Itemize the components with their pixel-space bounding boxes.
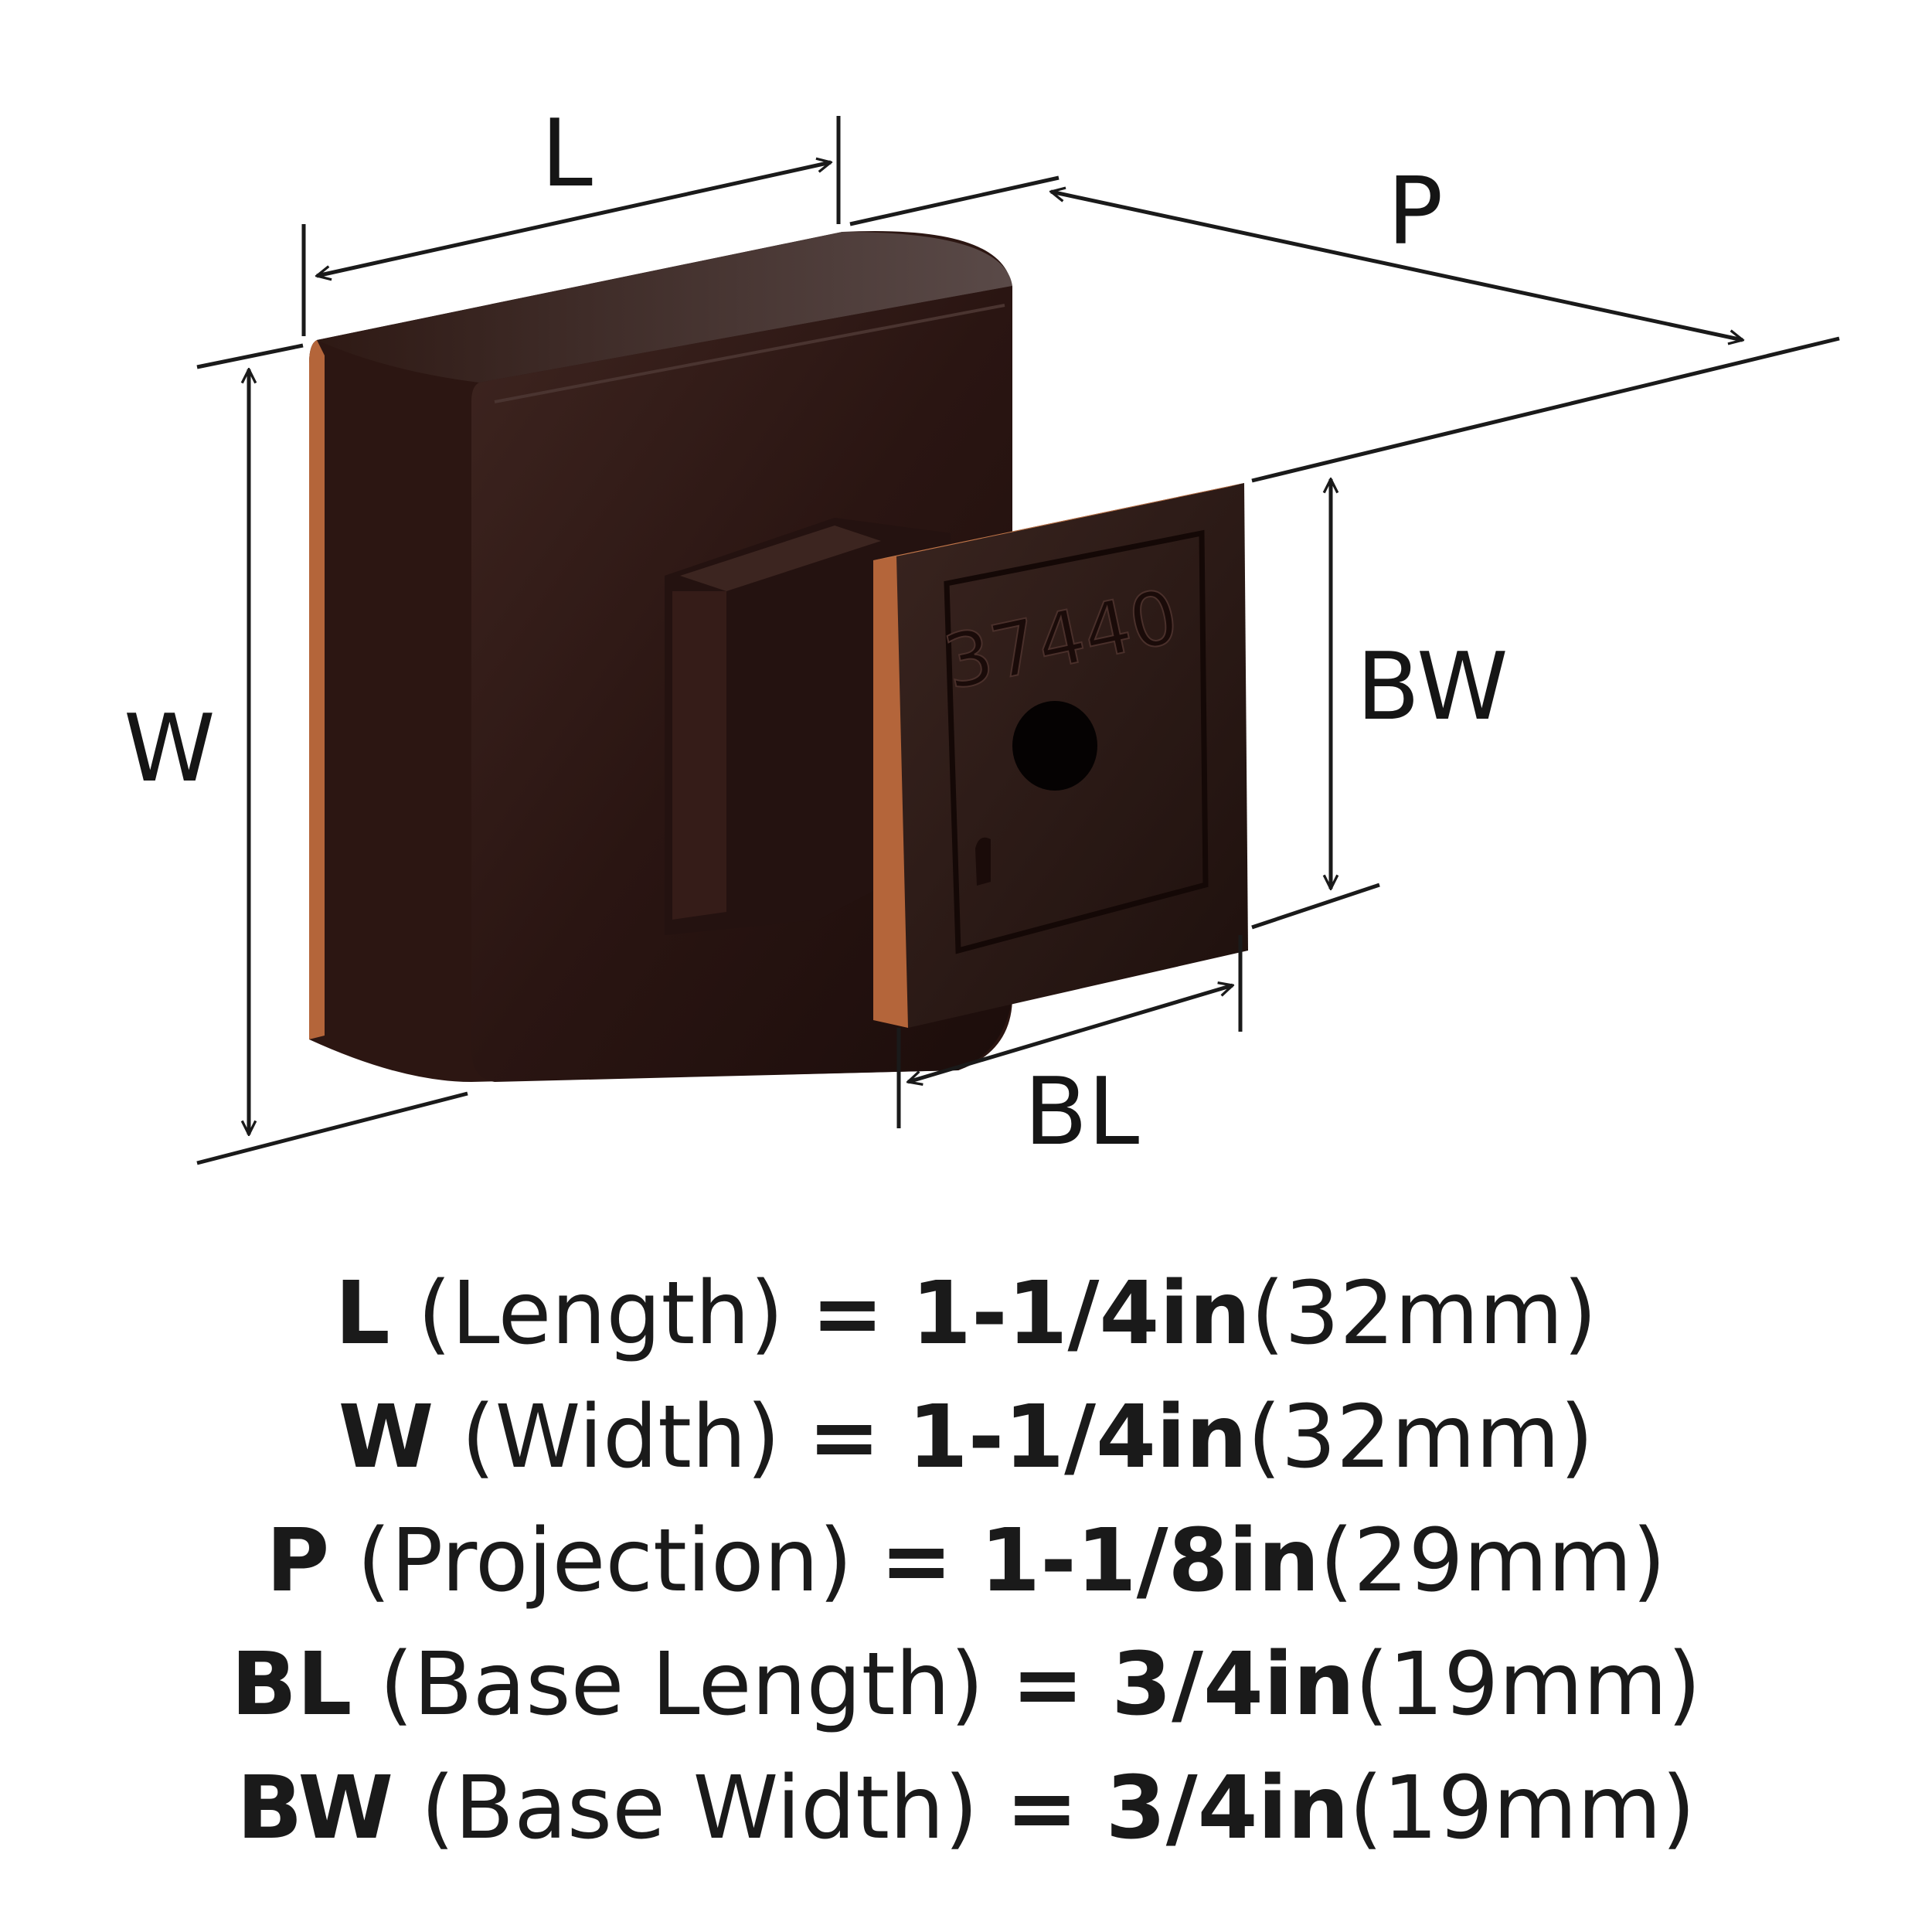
- spec-name: (Length): [417, 1264, 784, 1364]
- spec-imperial: 3/4in: [1105, 1758, 1349, 1859]
- spec-equals: =: [1011, 1634, 1084, 1735]
- dimension-spec-list: L (Length) = 1-1/4in(32mm) W (Width) = 1…: [0, 1252, 1932, 1870]
- dim-arrow-L: [317, 162, 831, 276]
- spec-name: (Width): [461, 1387, 781, 1488]
- spec-row-projection: P (Projection) = 1-1/8in(29mm): [0, 1499, 1932, 1623]
- spec-imperial: 3/4in: [1111, 1634, 1355, 1735]
- spec-imperial: 1-1/4in: [907, 1387, 1248, 1488]
- spec-symbol: BL: [230, 1634, 352, 1735]
- dimension-lines: [196, 116, 1840, 1165]
- spec-metric: (32mm): [1247, 1387, 1594, 1488]
- spec-equals: =: [811, 1264, 884, 1364]
- dim-label-W: W: [124, 696, 216, 803]
- dim-arrow-BL: [908, 985, 1233, 1082]
- spec-equals: =: [1005, 1758, 1079, 1859]
- spec-row-length: L (Length) = 1-1/4in(32mm): [0, 1252, 1932, 1376]
- spec-symbol: W: [338, 1387, 434, 1488]
- screw-hole: [1012, 701, 1097, 791]
- spec-metric: (32mm): [1250, 1264, 1597, 1364]
- dim-arrow-P: [1051, 192, 1743, 340]
- knob-base-cap: 37440: [873, 483, 1248, 1028]
- dim-label-BL: BL: [1024, 1059, 1139, 1166]
- spec-name: (Projection): [357, 1511, 853, 1611]
- spec-row-base-width: BW (Base Width) = 3/4in(19mm): [0, 1747, 1932, 1870]
- knob-illustration: 37440: [309, 231, 1248, 1082]
- dim-label-P: P: [1387, 158, 1443, 266]
- spec-metric: (29mm): [1319, 1511, 1666, 1611]
- spec-row-width: W (Width) = 1-1/4in(32mm): [0, 1376, 1932, 1499]
- spec-imperial: 1-1/8in: [980, 1511, 1320, 1611]
- spec-metric: (19mm): [1349, 1758, 1696, 1859]
- spec-equals: =: [879, 1511, 953, 1611]
- logo-mark: [975, 837, 991, 886]
- dim-label-BW: BW: [1356, 634, 1509, 741]
- spec-name: (Base Length): [379, 1634, 985, 1735]
- spec-metric: (19mm): [1355, 1634, 1702, 1735]
- product-dimension-diagram: 37440 L P W BW BL: [124, 100, 1840, 1166]
- spec-symbol: L: [335, 1264, 390, 1364]
- spec-equals: =: [808, 1387, 881, 1488]
- spec-symbol: P: [266, 1511, 330, 1611]
- spec-symbol: BW: [236, 1758, 393, 1859]
- spec-imperial: 1-1/4in: [911, 1264, 1251, 1364]
- spec-row-base-length: BL (Base Length) = 3/4in(19mm): [0, 1623, 1932, 1747]
- spec-name: (Base Width): [420, 1758, 978, 1859]
- dim-label-L: L: [541, 100, 593, 208]
